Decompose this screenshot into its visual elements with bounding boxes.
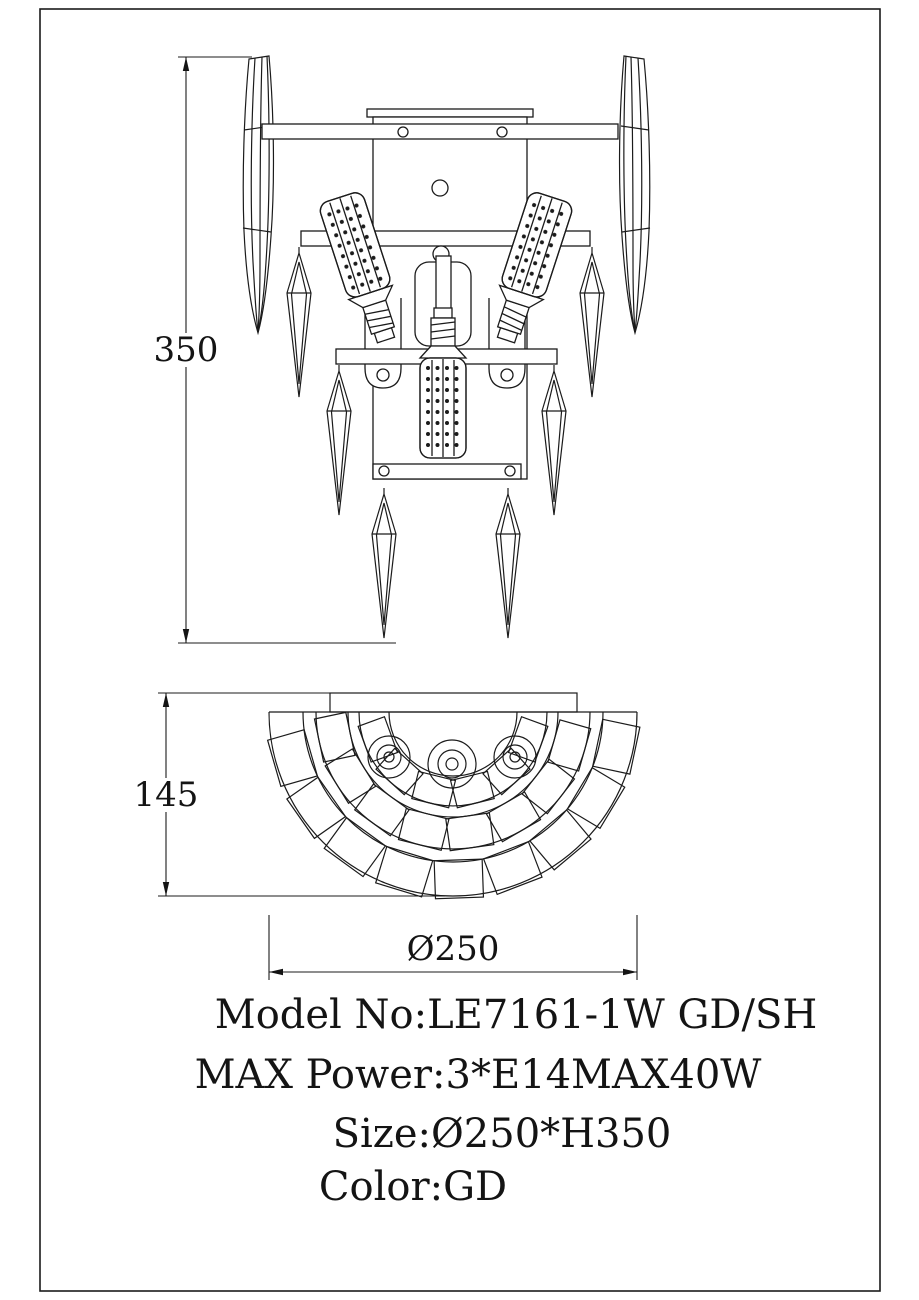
crystal-drop-lower-left bbox=[371, 487, 397, 639]
arrowhead bbox=[269, 968, 283, 976]
tier-bar-1 bbox=[261, 123, 619, 140]
dim-label-depth: 145 bbox=[134, 775, 199, 815]
drawing-border bbox=[39, 8, 881, 1292]
dimension-350: 350 bbox=[152, 56, 396, 644]
dim-label-diameter: Ø250 bbox=[407, 929, 500, 969]
screw-hole bbox=[397, 126, 409, 138]
crystal-drop-upper-left bbox=[286, 246, 312, 398]
dimension-145: 145 bbox=[132, 692, 445, 897]
crystal-plates-outer bbox=[266, 718, 641, 900]
spec-model: Model No:LE7161-1W GD/SH bbox=[215, 992, 818, 1038]
arrowhead bbox=[182, 57, 190, 71]
spec-power: MAX Power:3*E14MAX40W bbox=[195, 1052, 762, 1098]
dim-label-height: 350 bbox=[154, 330, 219, 370]
screw-hole bbox=[378, 465, 390, 477]
left-cup-screw bbox=[376, 368, 390, 382]
crystal-plates-middle bbox=[313, 711, 592, 852]
crystal-drop-lower-right bbox=[495, 487, 521, 639]
mount-plate-bottom bbox=[329, 692, 578, 713]
arrowhead bbox=[182, 629, 190, 643]
spec-size: Size:Ø250*H350 bbox=[333, 1111, 672, 1157]
side-shade-right bbox=[618, 55, 651, 334]
bottom-view bbox=[266, 692, 641, 900]
spec-block: Model No:LE7161-1W GD/SH MAX Power:3*E14… bbox=[195, 992, 818, 1210]
screw-hole bbox=[431, 179, 449, 197]
arrowhead bbox=[162, 693, 170, 707]
front-view bbox=[242, 55, 651, 639]
dimension-diameter: Ø250 bbox=[268, 915, 638, 980]
arrowhead bbox=[623, 968, 637, 976]
side-shade-left bbox=[242, 55, 275, 334]
backplate-lip bbox=[366, 108, 534, 118]
right-cup-screw bbox=[500, 368, 514, 382]
center-bulb-stem bbox=[435, 255, 452, 311]
bulb-sockets-bottom bbox=[367, 735, 537, 789]
arrowhead bbox=[162, 882, 170, 896]
screw-hole bbox=[496, 126, 508, 138]
spec-color: Color:GD bbox=[319, 1164, 507, 1210]
tier-bar-4 bbox=[372, 463, 522, 480]
screw-hole bbox=[504, 465, 516, 477]
crystal-drop-mid-left bbox=[326, 364, 352, 516]
crystal-drop-mid-right bbox=[541, 364, 567, 516]
crystal-drop-upper-right bbox=[579, 246, 605, 398]
